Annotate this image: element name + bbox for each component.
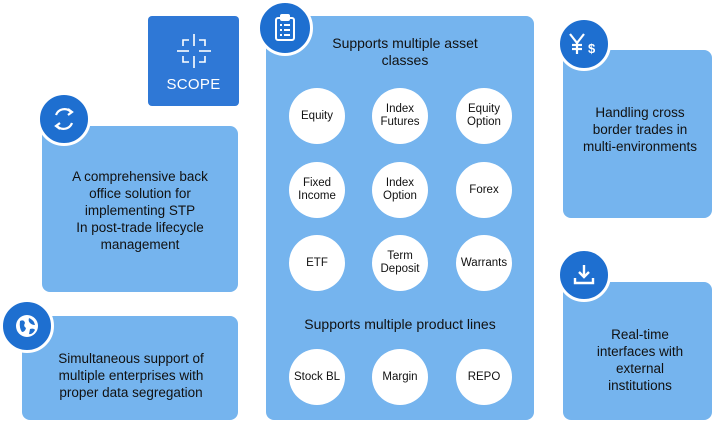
refresh-cycle-icon [37, 92, 91, 146]
multi-enterprise-text: Simultaneous support of multiple enterpr… [58, 351, 204, 400]
asset-pill: Equity [289, 88, 345, 144]
asset-classes-title: Supports multiple asset classes [332, 35, 478, 68]
asset-pill: Warrants [456, 235, 512, 291]
cross-border-text: Handling cross border trades in multi-en… [582, 105, 698, 154]
cross-border-card [563, 50, 712, 218]
product-lines-title: Supports multiple product lines [304, 316, 496, 332]
back-office-text: A comprehensive back office solution for… [72, 169, 208, 252]
asset-pill: Forex [456, 162, 512, 218]
realtime-card [563, 282, 712, 420]
multi-enterprise-card [22, 316, 238, 420]
svg-text:$: $ [588, 41, 596, 56]
scope-label: SCOPE [166, 76, 221, 93]
product-pill: Stock BL [289, 349, 345, 405]
back-office-card [42, 126, 238, 292]
scope-box: SCOPE [148, 16, 239, 106]
asset-pill: ETF [289, 235, 345, 291]
globe-icon [0, 299, 54, 353]
product-pill: Margin [372, 349, 428, 405]
yen-dollar-icon: $ [557, 17, 611, 71]
crosshair-icon [177, 34, 211, 68]
realtime-text: Real-time interfaces with external insti… [596, 327, 684, 393]
download-icon [557, 248, 611, 302]
product-pill: REPO [456, 349, 512, 405]
clipboard-list-icon [257, 0, 313, 56]
